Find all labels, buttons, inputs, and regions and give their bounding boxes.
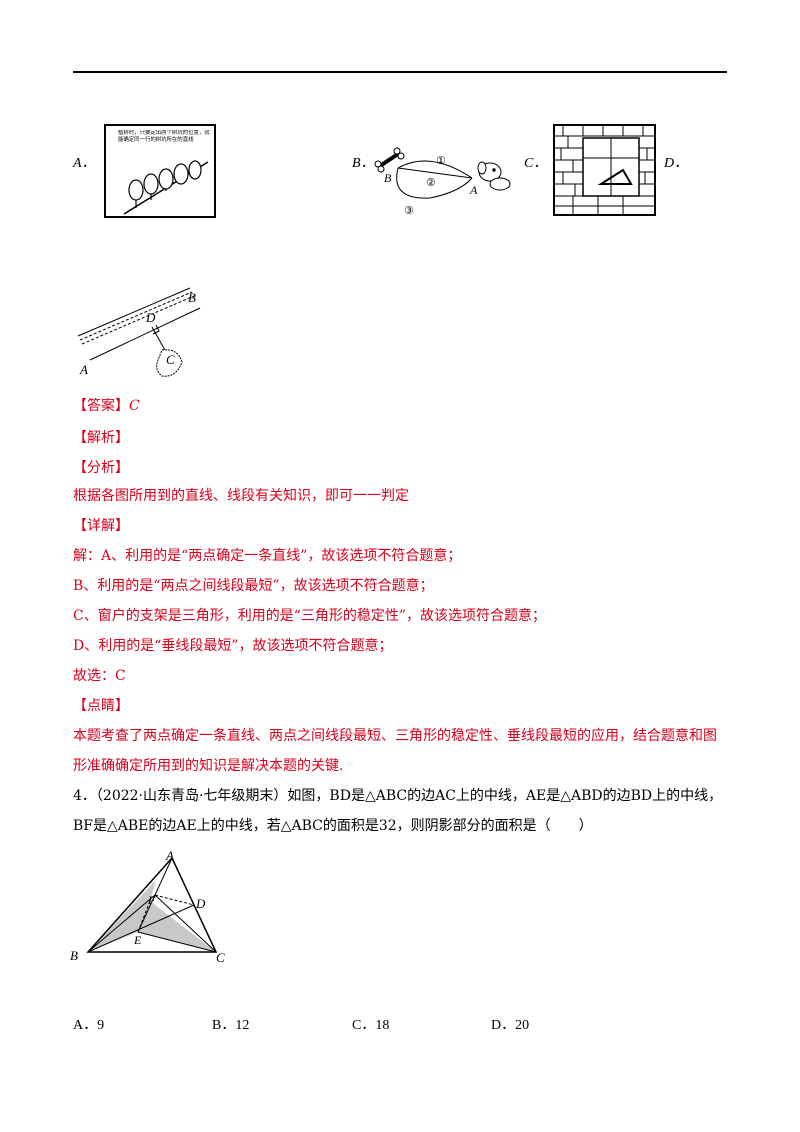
option-c-figure xyxy=(553,124,656,216)
line-label-c: C xyxy=(166,352,175,367)
detail-line-4: D、利用的是“垂线段最短”，故该选项不符合题意； xyxy=(73,638,393,654)
answer-tag: 【答案】 xyxy=(73,398,129,414)
tri-label-b: B xyxy=(70,948,78,963)
tri-label-a: A xyxy=(165,848,174,863)
tri-label-e: E xyxy=(133,933,142,947)
answer-line: 【答案】C xyxy=(73,396,140,416)
triangle-figure: A B C D E F xyxy=(70,848,225,965)
question-4-line-2: BF是△ABE的边AE上的中线，若△ABC的面积是32，则阴影部分的面积是（ ） xyxy=(73,818,593,834)
detail-line-1: 解：A、利用的是“两点确定一条直线”，故该选项不符合题意； xyxy=(73,548,462,564)
option-d-label: D． xyxy=(664,156,689,171)
header-rule xyxy=(73,71,727,73)
question-4-line-1: 4．（2022·山东青岛·七年级期末）如图，BD是△ABC的边AC上的中线，AE… xyxy=(73,788,723,804)
path-1-label: ① xyxy=(436,155,446,167)
choice-b[interactable]: B．12 xyxy=(212,1018,250,1033)
option-b-label: B． xyxy=(352,156,375,171)
option-c-label: C． xyxy=(524,156,548,171)
comment-tag: 【点睛】 xyxy=(73,698,129,714)
line-label-a: A xyxy=(79,362,88,377)
detail-tag: 【详解】 xyxy=(73,518,129,534)
path-3-label: ③ xyxy=(404,205,414,217)
line-label-d: D xyxy=(145,310,156,325)
detail-line-2: B、利用的是“两点之间线段最短”，故该选项不符合题意； xyxy=(73,578,434,594)
line-label-b: B xyxy=(188,290,196,305)
fenxi-text: 根据各图所用到的直线、线段有关知识，即可一一判定 xyxy=(73,488,409,504)
choose-line: 故选：C xyxy=(73,668,126,684)
option-b-figure: B ① ② ③ A xyxy=(374,147,511,217)
tri-label-d: D xyxy=(195,896,206,911)
answer-value: C xyxy=(129,398,140,414)
option-d-figure: B D C A xyxy=(77,287,201,377)
option-a-figure: 植树时，只要定出两个树坑的位置，就能确定同一行的树坑所在的直线 xyxy=(104,124,216,218)
analysis-tag: 【解析】 xyxy=(73,430,129,446)
detail-line-3: C、窗户的支架是三角形，利用的是“三角形的稳定性”，故该选项符合题意； xyxy=(73,608,547,624)
dog-icon xyxy=(477,161,511,191)
bone-label: B xyxy=(384,171,392,185)
path-2-label: ② xyxy=(426,177,436,189)
choice-c[interactable]: C．18 xyxy=(352,1018,390,1033)
choice-a[interactable]: A．9 xyxy=(73,1018,105,1033)
option-a-label: A． xyxy=(73,156,96,171)
tri-label-c: C xyxy=(216,950,225,965)
dog-label: A xyxy=(469,183,478,197)
tri-label-f: F xyxy=(147,893,156,907)
fenxi-tag: 【分析】 xyxy=(73,460,129,476)
bone-icon xyxy=(374,147,405,173)
option-a-caption: 植树时，只要定出两个树坑的位置，就能确定同一行的树坑所在的直线 xyxy=(118,130,210,143)
comment-line-1: 本题考查了两点确定一条直线、两点之间线段最短、三角形的稳定性、垂线段最短的应用，… xyxy=(73,728,717,744)
choice-d[interactable]: D．20 xyxy=(491,1018,530,1033)
comment-line-2: 形准确确定所用到的知识是解决本题的关键. xyxy=(73,758,344,774)
